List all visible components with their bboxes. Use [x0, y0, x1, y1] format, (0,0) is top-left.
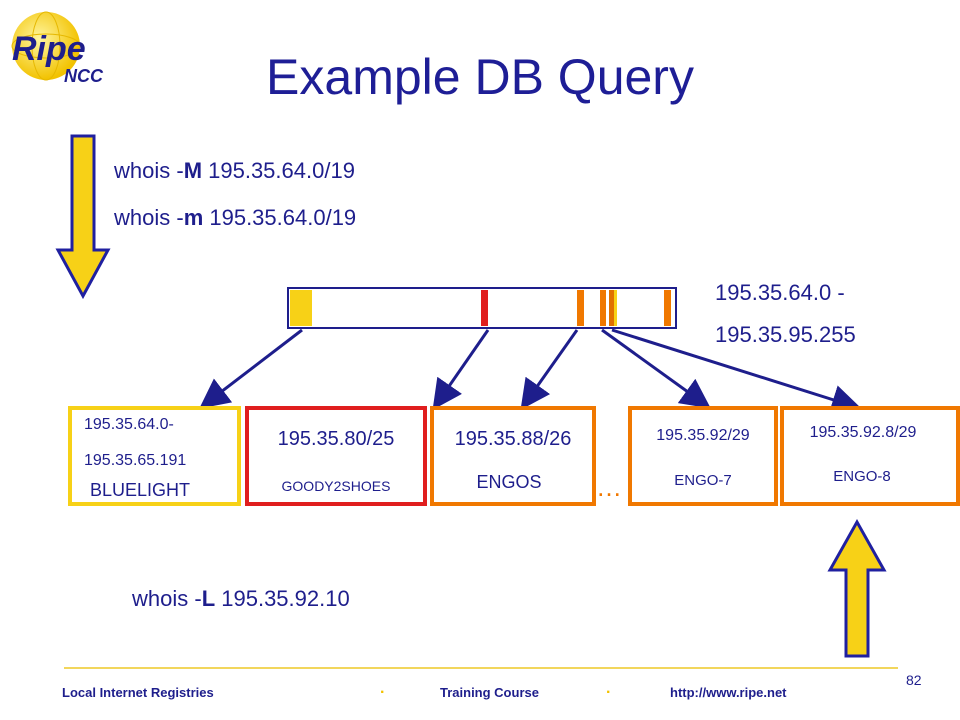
box-goody2shoes: [245, 406, 427, 506]
command-L: whois -L 195.35.92.10: [132, 586, 350, 611]
segment-yellow-small: [614, 290, 617, 326]
connector-arrow: [611, 328, 862, 415]
slide-title: Example DB Query: [266, 49, 694, 105]
connector-arrow: [520, 329, 579, 410]
svg-text:Ripe: Ripe: [12, 30, 86, 68]
command-M: whois -M 195.35.64.0/19: [114, 158, 355, 183]
box-bluelight: [68, 406, 241, 506]
footer-divider: [64, 667, 898, 669]
box-bluelight-line1: 195.35.64.0-: [84, 416, 174, 433]
segment-goody2shoes: [481, 290, 488, 326]
down-arrow-icon: [55, 134, 111, 300]
connector-arrow: [601, 328, 711, 409]
box-engo-7-prefix: 195.35.92/29: [656, 427, 750, 444]
up-arrow-icon: [827, 518, 887, 658]
box-goody2shoes-prefix: 195.35.80/25: [277, 428, 395, 450]
box-engos-netname: ENGOS: [476, 472, 542, 492]
range-start: 195.35.64.0 -: [715, 280, 845, 305]
box-bluelight-netname: BLUELIGHT: [90, 480, 191, 500]
box-bluelight-line2: 195.35.65.191: [84, 452, 187, 469]
segment-engo-8: [609, 290, 614, 326]
globe-icon: [12, 12, 80, 80]
box-goody2shoes-netname: GOODY2SHOES: [281, 478, 391, 494]
box-engo-8: [780, 406, 960, 506]
box-engos: [430, 406, 596, 506]
svg-text:NCC: NCC: [64, 66, 104, 86]
range-end: 195.35.95.255: [715, 322, 856, 347]
box-engos-prefix: 195.35.88/26: [454, 428, 572, 450]
footer-center: Training Course: [440, 685, 539, 700]
box-engo-8-netname: ENGO-8: [833, 468, 891, 485]
ellipsis: …: [596, 472, 623, 502]
box-engo-7-netname: ENGO-7: [674, 472, 732, 489]
footer-separator: .: [606, 680, 611, 697]
segment-end: [664, 290, 671, 326]
segment-engos: [577, 290, 584, 326]
footer-left: Local Internet Registries: [62, 685, 214, 700]
segment-engo-7: [600, 290, 606, 326]
page-number: 82: [906, 672, 922, 688]
box-engo-8-prefix: 195.35.92.8/29: [809, 424, 917, 441]
box-engo-7: [628, 406, 778, 506]
connector-arrow: [199, 328, 303, 409]
segment-bluelight: [290, 290, 312, 326]
footer-separator: .: [380, 680, 385, 697]
footer-right: http://www.ripe.net: [670, 685, 787, 700]
command-m: whois -m 195.35.64.0/19: [114, 205, 357, 230]
connector-arrow: [432, 329, 490, 410]
ripe-ncc-logo: Ripe NCC: [11, 11, 104, 86]
